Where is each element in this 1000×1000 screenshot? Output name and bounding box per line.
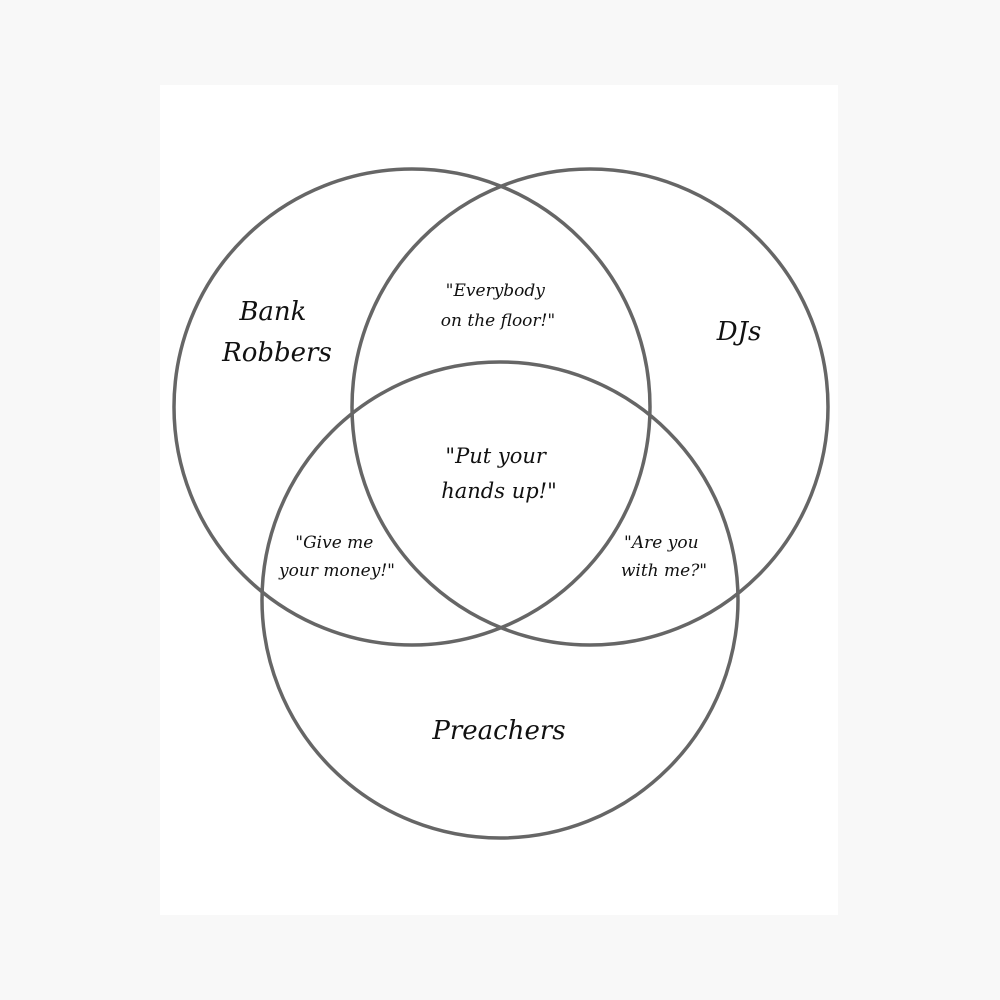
label-preachers: Preachers bbox=[431, 716, 565, 746]
label-line: Robbers bbox=[221, 338, 332, 368]
label-line: hands up!" bbox=[441, 479, 557, 503]
label-line: on the floor!" bbox=[441, 311, 555, 331]
circle-djs bbox=[350, 167, 830, 647]
label-line: "Put your bbox=[445, 444, 547, 468]
label-line: your money!" bbox=[278, 561, 395, 581]
label-bank-robbers: Bank Robbers bbox=[221, 297, 332, 368]
label-line: "Give me bbox=[295, 533, 373, 553]
label-djs: DJs bbox=[716, 317, 762, 347]
label-line: "Everybody bbox=[446, 281, 546, 301]
circle-bank-robbers bbox=[172, 167, 652, 647]
label-line: "Are you bbox=[624, 533, 698, 553]
label-line: with me?" bbox=[621, 561, 707, 581]
circle-preachers bbox=[260, 360, 740, 840]
label-right-bottom: "Are you with me?" bbox=[621, 533, 707, 581]
poster bbox=[160, 85, 838, 915]
label-left-right: "Everybody on the floor!" bbox=[441, 281, 555, 331]
label-all: "Put your hands up!" bbox=[441, 444, 557, 503]
label-left-bottom: "Give me your money!" bbox=[278, 533, 395, 581]
label-line: Bank bbox=[238, 297, 306, 327]
